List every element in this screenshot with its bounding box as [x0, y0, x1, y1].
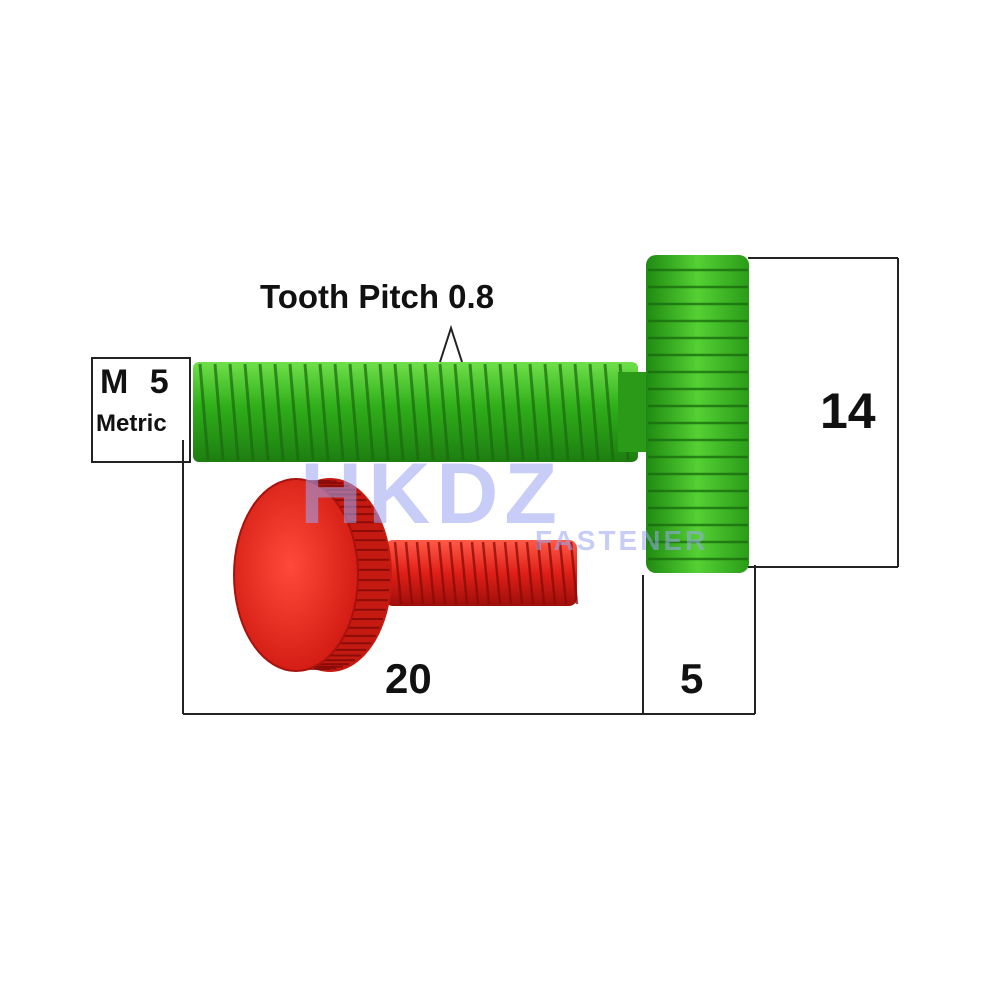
standard-label: Metric — [96, 410, 167, 437]
watermark-brand: HKDZ — [300, 446, 563, 542]
thread-size-label: M 5 — [100, 363, 175, 401]
head-diameter-label: 14 — [820, 383, 876, 439]
pitch-pointer — [439, 324, 463, 363]
green-thumb-screw — [193, 255, 749, 573]
head-height-label: 5 — [680, 655, 704, 702]
dimension-lines — [91, 257, 899, 715]
red-thumb-screw — [233, 478, 579, 672]
thread-size-box — [91, 357, 191, 463]
tooth-pitch-label: Tooth Pitch 0.8 — [260, 278, 495, 315]
watermark-subtitle: FASTENER — [535, 525, 709, 556]
thread-length-label: 20 — [385, 655, 432, 702]
